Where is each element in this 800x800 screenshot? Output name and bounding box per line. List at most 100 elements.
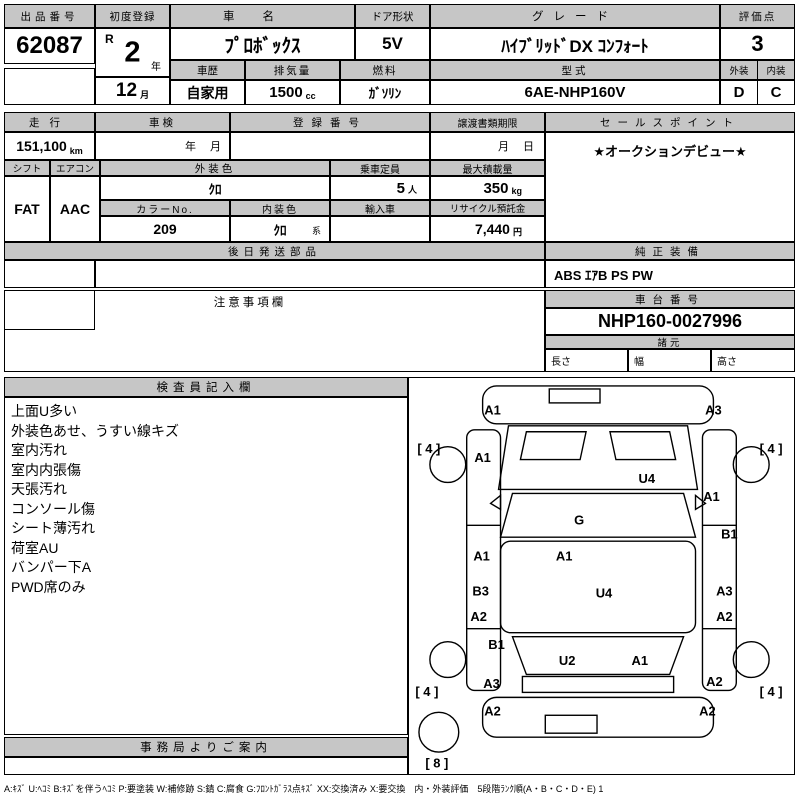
reg-year: 2	[124, 36, 141, 68]
windshield-shape	[499, 492, 697, 538]
damage-mark: B3	[472, 583, 489, 598]
fuel-label: 燃料	[340, 60, 430, 80]
spec-length: 長さ	[545, 349, 628, 372]
color-number-value: 209	[100, 216, 230, 242]
door-shape-value: 5V	[355, 28, 430, 60]
car-history-label: 車歴	[170, 60, 245, 80]
chassis-number-value: NHP160-0027996	[545, 308, 795, 335]
interior-color-value: ｸﾛ 系	[230, 216, 330, 242]
capacity-value: 5 人	[330, 176, 430, 200]
caution-stamp-box	[4, 290, 95, 330]
displacement-unit: cc	[305, 91, 316, 101]
month-unit: 月	[140, 90, 150, 100]
model-code-label: 型式	[430, 60, 720, 80]
damage-mark: B1	[721, 527, 738, 542]
fuel-value: ｶﾞｿﾘﾝ	[340, 80, 430, 105]
wheel-rear-right	[732, 640, 770, 679]
mirror-right	[694, 493, 707, 511]
recycle-unit: 円	[512, 227, 522, 237]
interior-color-name: ｸﾛ	[273, 222, 287, 238]
damage-mark: A1	[632, 653, 649, 668]
spare-tire	[418, 711, 460, 753]
front-plate-shape	[548, 388, 601, 404]
first-registration-year: R 2 年	[95, 28, 170, 77]
registration-number-label: 登録番号	[230, 112, 430, 132]
wheel-grade-mark: [ 4 ]	[417, 441, 440, 456]
max-load-label: 最大積載量	[430, 160, 545, 176]
tailgate-shape	[521, 675, 675, 694]
inspector-note-line: 上面U多い	[11, 403, 78, 419]
reg-month: 12	[115, 80, 138, 101]
inspection-expiry-label: 車検	[95, 112, 230, 132]
rear-glass-shape	[511, 635, 685, 676]
transfer-deadline-value: 月 日	[430, 132, 545, 160]
inspector-note-line: 室内内張傷	[11, 461, 81, 478]
mileage-unit: km	[69, 146, 83, 156]
interior-score: C	[757, 80, 795, 105]
hood-shape	[497, 425, 699, 491]
grade-value: ﾊｲﾌﾞﾘｯﾄﾞDX ｺﾝﾌｫｰﾄ	[430, 28, 720, 60]
max-load-unit: kg	[511, 186, 522, 196]
office-notice-body	[4, 757, 408, 775]
wheel-grade-mark: [ 4 ]	[415, 684, 438, 699]
hood-vent-left	[519, 431, 587, 461]
sales-point-value: ★オークションデビュー★	[545, 132, 795, 242]
rear-plate-shape	[544, 714, 598, 734]
first-registration-month: 12 月	[95, 77, 170, 105]
exterior-score: D	[720, 80, 758, 105]
damage-mark: U2	[559, 653, 576, 668]
spec-width: 幅	[628, 349, 711, 372]
grade-label: グレード	[430, 4, 720, 28]
lot-number-value: 62087	[4, 28, 95, 64]
year-unit: 年	[151, 62, 161, 73]
damage-mark: A2	[484, 704, 501, 719]
import-value	[330, 216, 430, 242]
inspector-note-line: 天張汚れ	[11, 481, 67, 497]
spec-height: 高さ	[711, 349, 795, 372]
shift-value: FAT	[4, 176, 50, 242]
first-registration-label: 初度登録	[95, 4, 170, 28]
interior-color-suffix: 系	[311, 226, 321, 236]
late-parts-value	[95, 260, 545, 288]
door-shape-label: ドア形状	[355, 4, 430, 28]
inspector-note-line: バンパー下A	[11, 559, 92, 575]
displacement-value: 1500 cc	[245, 80, 340, 105]
car-outline-shapes	[418, 385, 770, 753]
score-label: 評価点	[720, 4, 795, 28]
displacement-label: 排気量	[245, 60, 340, 80]
wheel-front-left	[429, 445, 467, 484]
inspector-note-line: 荷室AU	[11, 539, 59, 556]
exterior-color-label: 外装色	[100, 160, 330, 176]
late-parts-stamp-box	[4, 260, 95, 288]
shaken-year-unit: 年	[185, 141, 196, 153]
mileage-number: 151,100	[16, 138, 67, 154]
damage-mark: U4	[638, 471, 655, 486]
mirror-left	[489, 493, 502, 511]
max-load-value: 350 kg	[430, 176, 545, 200]
transfer-day-unit: 日	[523, 141, 534, 153]
lot-number-label: 出品番号	[4, 4, 95, 28]
oem-equipment-value: ABS ｴｱB PS PW	[545, 260, 795, 288]
capacity-number: 5	[396, 179, 405, 197]
damage-mark: A1	[473, 549, 490, 564]
damage-mark: A2	[470, 609, 487, 624]
registration-number-value	[230, 132, 430, 160]
exterior-label: 外装	[720, 60, 758, 80]
damage-mark: A1	[484, 402, 501, 417]
model-code-value: 6AE-NHP160V	[430, 80, 720, 105]
mileage-label: 走行	[4, 112, 95, 132]
car-name-label: 車名	[170, 4, 355, 28]
interior-label: 内装	[757, 60, 795, 80]
damage-mark: A1	[556, 549, 573, 564]
era-code: R	[105, 32, 114, 46]
rear-bumper-shape	[481, 696, 715, 738]
damage-mark: A2	[699, 704, 716, 719]
office-notice-title: 事務局よりご案内	[4, 737, 408, 757]
aircon-value: AAC	[50, 176, 100, 242]
car-name-value: ﾌﾟﾛﾎﾞｯｸｽ	[170, 28, 355, 60]
recycle-number: 7,440	[474, 221, 510, 237]
late-parts-label: 後日発送部品	[4, 242, 545, 260]
